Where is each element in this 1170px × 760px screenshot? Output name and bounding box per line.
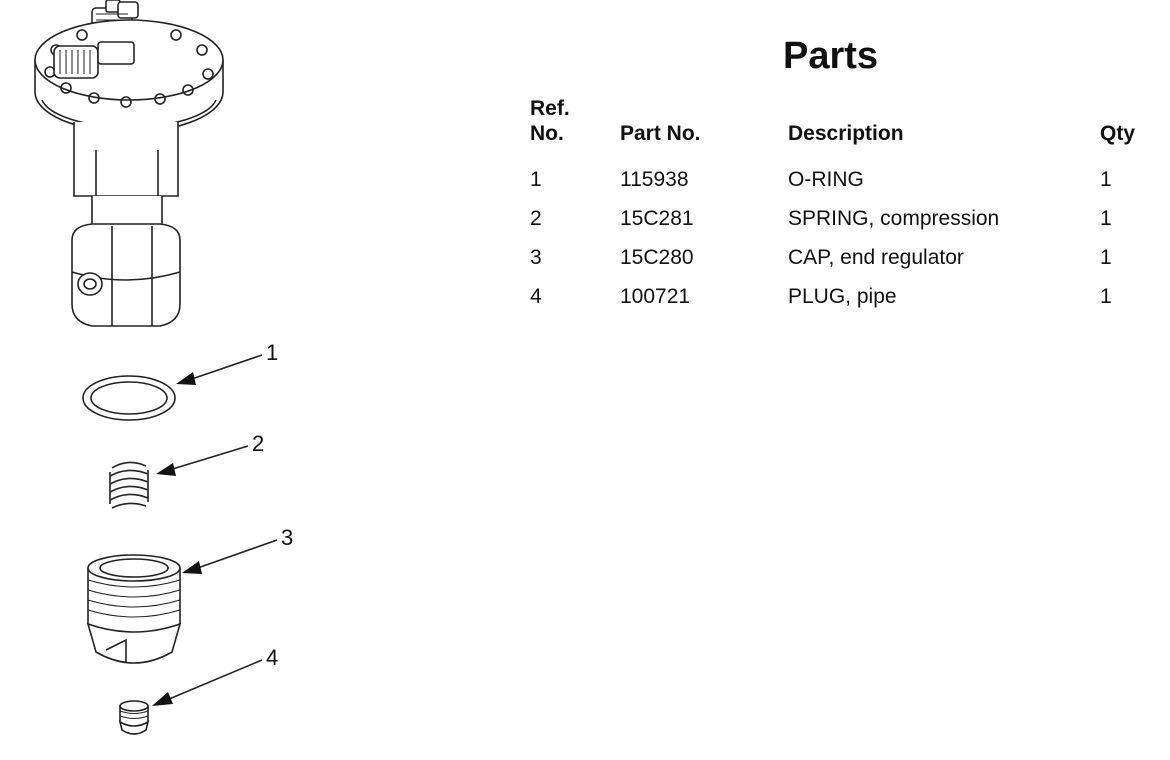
cell-ref: 4 [530, 285, 542, 309]
pressure-knob [53, 41, 135, 79]
parts-table-header: Ref. No. Part No. Description Qty [530, 96, 1150, 160]
callout-number-1: 1 [266, 340, 278, 365]
callout-number-4: 4 [266, 645, 278, 670]
cell-description: SPRING, compression [788, 207, 1000, 231]
table-row: 2 15C281 SPRING, compression 1 [530, 199, 1150, 238]
o-ring-part [82, 375, 176, 421]
cell-qty: 1 [1100, 246, 1112, 270]
table-row: 4 100721 PLUG, pipe 1 [530, 277, 1150, 316]
table-row: 3 15C280 CAP, end regulator 1 [530, 238, 1150, 277]
header-ref-line2: No. [530, 122, 564, 146]
exploded-parts-diagram: 1 2 3 4 [34, 0, 293, 735]
cell-ref: 2 [530, 207, 542, 231]
cell-part-no: 100721 [620, 285, 691, 309]
cell-qty: 1 [1100, 168, 1112, 192]
cell-description: CAP, end regulator [788, 246, 964, 270]
callout-leaders [152, 354, 278, 706]
cell-qty: 1 [1100, 285, 1112, 309]
parts-table: Ref. No. Part No. Description Qty 1 1159… [530, 96, 1150, 316]
header-ref-line1: Ref. [530, 97, 570, 120]
cell-part-no: 15C280 [620, 246, 694, 270]
cell-ref: 3 [530, 246, 542, 270]
cap-part [86, 554, 182, 664]
header-part-no: Part No. [620, 122, 701, 146]
spring-part [109, 461, 149, 509]
cell-description: O-RING [788, 168, 864, 192]
header-description: Description [788, 122, 904, 146]
parts-title: Parts [783, 35, 879, 77]
callout-number-2: 2 [252, 431, 264, 456]
table-row: 1 115938 O-RING 1 [530, 160, 1150, 199]
header-ref-no: Ref. No. [530, 96, 620, 160]
regulator-assembly [34, 0, 224, 327]
cell-part-no: 115938 [620, 168, 689, 192]
callout-number-3: 3 [281, 525, 293, 550]
cell-part-no: 15C281 [620, 207, 694, 231]
cell-qty: 1 [1100, 207, 1112, 231]
cell-ref: 1 [530, 168, 542, 192]
header-qty: Qty [1100, 122, 1136, 146]
cell-description: PLUG, pipe [788, 285, 897, 309]
plug-part [118, 700, 150, 735]
